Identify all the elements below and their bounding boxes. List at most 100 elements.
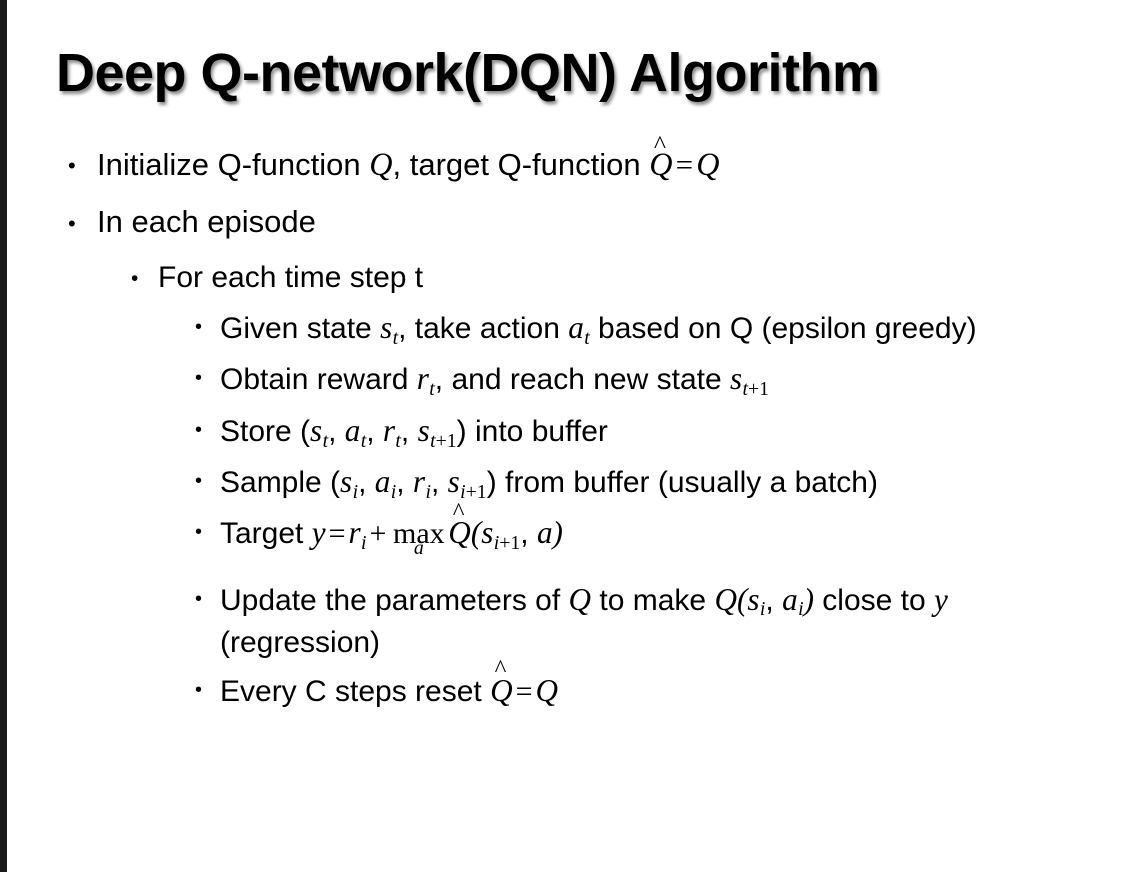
math-update-paren-close: ) [803,581,814,617]
math-store-s1-subscript: t [322,429,329,452]
text-sample-comma-1: , [358,465,375,499]
math-target-s: s [481,515,494,551]
math-sample-s2: s [447,463,460,499]
text-obtain-reward-mid: , and reach new state [434,363,730,397]
math-q-hat-base: Q [649,146,673,182]
text-update-tail: (regression) [220,625,381,659]
math-update-q1: Q [568,581,592,617]
bullet-marker-icon: • [195,418,203,441]
math-target-equals: = [328,517,346,551]
text-initialize-mid: , target Q-function [392,147,650,182]
math-action-a: a [568,310,584,346]
math-target-y: y [311,515,326,551]
bullet-list: • Initialize Q-function Q, target Q-func… [0,132,1124,719]
sub-var: i [460,480,466,503]
math-target-paren-close: ) [552,515,563,551]
text-given-state-pre: Given state [220,312,381,346]
math-var-q2: Q [696,146,720,182]
math-target-r-subscript: i [361,532,367,555]
sub-var: t [430,429,436,452]
math-next-state-subscript: t+1 [742,378,770,401]
math-store-a1: a [344,412,361,448]
text-store-post: ) into buffer [456,414,608,448]
text-given-state-mid: , take action [398,312,569,346]
text-store-comma-1: , [328,414,345,448]
bullet-marker-icon: • [131,267,139,291]
math-store-s2: s [417,412,430,448]
bullet-marker-icon: • [195,587,203,610]
math-target-s-subscript: i+1 [493,532,521,555]
math-target-q-hat-base: Q [448,515,471,551]
math-next-state-s: s [729,361,743,397]
text-store-comma-3: , [400,414,418,448]
text-sample-post: ) from buffer (usually a batch) [486,465,878,499]
math-max-limit: a [413,537,424,560]
math-every-c-equals: = [515,674,533,708]
text-sample-comma-2: , [396,465,413,499]
bullet-item-store: • Store (st, at, rt, st+1) into buffer [0,410,1124,454]
math-sample-a1: a [374,463,391,499]
text-target-comma: , [520,517,537,551]
math-q-hat: ^Q [649,132,673,186]
slide-left-edge-band [0,0,7,872]
math-sample-s1: s [340,463,353,499]
bullet-text-sample: Sample (si, ai, ri, si+1) from buffer (u… [220,461,1094,505]
bullet-text-for-each-time-step: For each time step t [158,261,424,295]
sub-var: i [493,532,500,555]
math-max-name: max [393,517,445,551]
bullet-text-given-state: Given state st, take action at based on … [220,307,1094,351]
bullet-marker-icon: • [195,469,203,492]
math-store-r1: r [382,412,396,448]
math-var-q: Q [369,146,393,182]
text-every-c-pre: Every C steps reset [220,674,491,708]
bullet-text-obtain-reward: Obtain reward rt, and reach new state st… [220,358,1094,402]
bullet-marker-icon: • [195,521,203,544]
text-target-pre: Target [220,517,312,551]
bullet-marker-icon: • [68,153,76,178]
text-given-state-post: based on Q (epsilon greedy) [589,312,977,346]
math-sample-s1-subscript: i [352,480,359,503]
math-store-r1-subscript: t [395,429,401,452]
bullet-text-store: Store (st, at, rt, st+1) into buffer [220,410,1094,454]
sub-number: 1 [510,532,521,555]
math-store-s2-subscript: t+1 [430,430,457,452]
sub-number: 1 [759,378,770,401]
math-state-s-subscript: t [392,327,399,350]
text-update-pre: Update the parameters of [220,583,569,617]
text-update-post: close to [813,583,935,617]
math-target-paren-open: ( [470,515,482,551]
math-action-a-subscript: t [584,327,590,350]
sub-var: t [742,378,749,401]
math-reward-r: r [416,361,429,397]
math-update-s-subscript: i [759,598,766,621]
math-reward-r-subscript: t [429,378,435,401]
text-store-pre: Store ( [220,414,311,448]
text-update-mid: to make [591,583,715,617]
math-update-q2: Q [714,581,737,617]
math-sample-r1: r [412,463,426,499]
bullet-item-sample: • Sample (si, ai, ri, si+1) from buffer … [0,461,1124,505]
math-every-c-q-hat-base: Q [490,672,513,708]
math-update-a-subscript: i [798,598,804,621]
math-sample-s2-subscript: i+1 [460,481,487,503]
math-target-r: r [348,515,361,551]
math-store-a1-subscript: t [360,429,367,452]
bullet-item-in-each-episode: • In each episode [0,202,1124,242]
sub-operator: + [499,532,511,555]
sub-number: 1 [476,480,487,503]
bullet-text-update-parameters: Update the parameters of Q to make Q(si,… [220,579,1094,663]
bullet-marker-icon: • [195,316,203,339]
bullet-item-initialize: • Initialize Q-function Q, target Q-func… [0,132,1124,186]
text-initialize-pre: Initialize Q-function [97,147,370,182]
bullet-text-in-each-episode: In each episode [97,203,316,239]
page-title: Deep Q-network(DQN) Algorithm [56,43,880,103]
math-state-s: s [380,310,393,346]
math-every-c-q: Q [535,672,559,708]
math-every-c-q-hat: ^Q [490,657,513,712]
bullet-item-obtain-reward: • Obtain reward rt, and reach new state … [0,358,1124,402]
math-target-a: a [536,515,553,551]
